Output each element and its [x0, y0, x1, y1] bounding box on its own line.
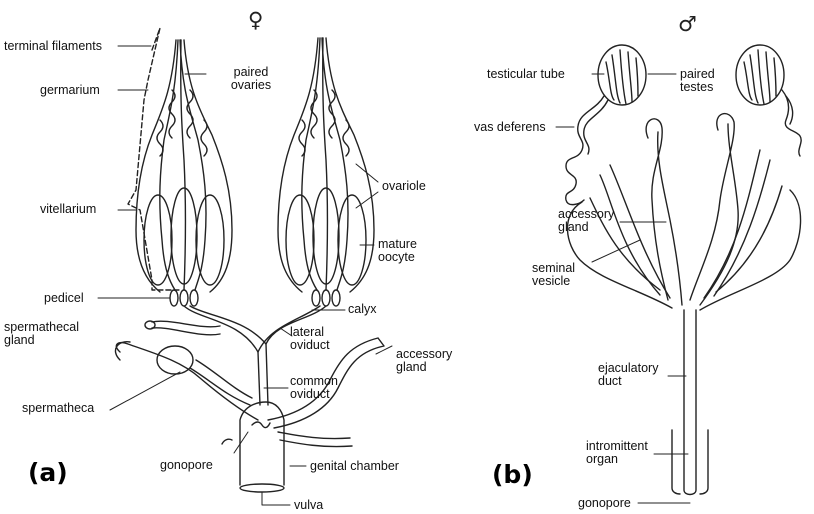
label-vas-deferens: vas deferens	[474, 121, 546, 134]
male-diagram	[566, 45, 801, 495]
label-spermathecal-gland: spermathecal gland	[4, 321, 79, 347]
label-lateral-oviduct: lateral oviduct	[290, 326, 330, 352]
label-germarium: germarium	[40, 84, 100, 97]
label-pedicel: pedicel	[44, 292, 84, 305]
label-paired-testes: paired testes	[680, 68, 715, 94]
label-vitellarium: vitellarium	[40, 203, 96, 216]
label-female-gonopore: gonopore	[160, 459, 213, 472]
label-terminal-filaments: terminal filaments	[4, 40, 102, 53]
label-male-accessory-gland: accessory gland	[558, 208, 614, 234]
label-paired-ovaries: paired ovaries	[206, 66, 296, 92]
label-common-oviduct: common oviduct	[290, 375, 338, 401]
spermatheca-duct	[115, 342, 258, 420]
label-testicular-tube: testicular tube	[487, 68, 565, 81]
female-diagram	[115, 28, 384, 492]
label-ejaculatory-duct: ejaculatory duct	[598, 362, 658, 388]
female-symbol: ♀	[248, 8, 263, 32]
label-ovariole: ovariole	[382, 180, 426, 193]
panel-b-label: (b)	[492, 460, 533, 489]
label-mature-oocyte: mature oocyte	[378, 238, 417, 264]
spermatheca-bulb	[157, 346, 193, 374]
spermathecal-duct	[152, 321, 220, 335]
male-accessory-glands	[646, 119, 682, 305]
ejaculatory-duct	[684, 310, 696, 495]
male-symbol: ♂	[678, 12, 697, 36]
label-intromittent-organ: intromittent organ	[586, 440, 648, 466]
genital-chamber-shape	[240, 402, 284, 485]
label-seminal-vesicle: seminal vesicle	[532, 262, 575, 288]
left-vas-deferens	[566, 96, 608, 205]
intromittent-organ	[672, 430, 708, 494]
panel-a-label: (a)	[28, 458, 68, 487]
label-genital-chamber: genital chamber	[310, 460, 399, 473]
right-vas-deferens	[782, 90, 801, 156]
label-female-accessory-gland: accessory gland	[396, 348, 452, 374]
label-vulva: vulva	[294, 499, 323, 512]
label-calyx: calyx	[348, 303, 376, 316]
vulva-opening	[240, 484, 284, 492]
label-spermatheca: spermatheca	[22, 402, 94, 415]
label-male-gonopore: gonopore	[578, 497, 631, 510]
